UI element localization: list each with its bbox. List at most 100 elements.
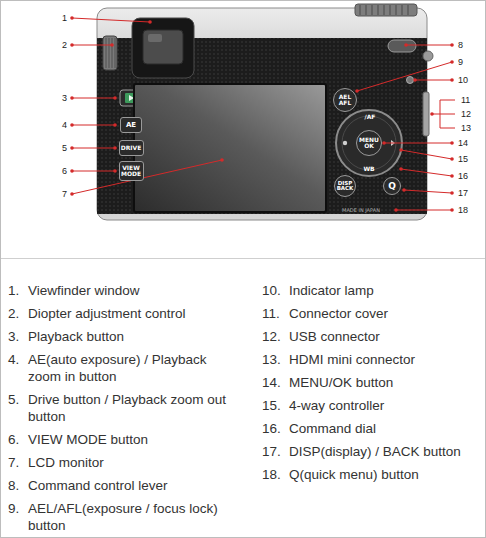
leader-dot [70, 96, 74, 100]
leader-dot [70, 123, 74, 127]
separator-line [1, 258, 485, 259]
callout-number: 13 [461, 124, 471, 133]
leader-dot [70, 146, 74, 150]
list-number: 5. [8, 391, 19, 408]
leader-dot [399, 148, 403, 152]
leader-dot [382, 141, 386, 145]
list-number: 6. [8, 431, 19, 448]
list-number: 9. [8, 500, 19, 517]
leader-line [357, 62, 452, 91]
leader-dot [450, 157, 454, 161]
list-text: Playback button [28, 328, 242, 345]
callout-number: 9 [458, 58, 463, 67]
list-text: Q(quick menu) button [289, 466, 481, 483]
leader-line [72, 160, 222, 194]
list-number: 3. [8, 328, 19, 345]
top-dial [355, 4, 417, 16]
button-text: DRIVE [121, 145, 142, 151]
list-number: 14. [262, 374, 281, 391]
macro-icon [343, 141, 347, 145]
leader-dot [70, 16, 74, 20]
button-text: VIEW MODE [120, 165, 143, 177]
leader-line [396, 210, 452, 211]
list-text: VIEW MODE button [28, 431, 242, 448]
connector-cover [423, 92, 429, 136]
diopter-wheel [103, 36, 117, 70]
callout-number: 17 [458, 189, 468, 198]
leader-dot [450, 78, 454, 82]
leader-line [72, 148, 115, 149]
callout-number: 3 [62, 94, 67, 103]
callout-number: 4 [62, 121, 67, 130]
eyecup [132, 18, 194, 78]
list-number: 18. [262, 466, 281, 483]
strap-lug [423, 51, 433, 61]
leader-dot [450, 43, 454, 47]
leader-dot [413, 78, 417, 82]
list-number: 1. [8, 282, 19, 299]
leader-dot [148, 20, 152, 24]
list-text: 4-way controller [289, 397, 481, 414]
leader-line [415, 80, 452, 81]
list-text: LCD monitor [28, 454, 242, 471]
leader-dot [402, 188, 406, 192]
viewfinder-window [143, 30, 183, 64]
leader-line [401, 169, 452, 176]
list-number: 7. [8, 454, 19, 471]
control-marking: WB [363, 166, 374, 172]
callout-number: 1 [62, 14, 67, 23]
list-text: AE(auto exposure) / Playback zoom in but… [28, 351, 242, 385]
list-text: Diopter adjustment control [28, 305, 242, 322]
leader-dot [70, 192, 74, 196]
leader-dot [355, 89, 359, 93]
list-text: MENU/OK button [289, 374, 481, 391]
callout-number: 2 [62, 41, 67, 50]
list-text: USB connector [289, 328, 481, 345]
button-text: MENU OK [357, 137, 381, 149]
leader-bracket [432, 100, 455, 128]
leader-dot [404, 43, 408, 47]
leader-line [404, 190, 452, 193]
list-number: 13. [262, 351, 281, 368]
callout-number: 14 [458, 139, 468, 148]
indicator-lamp [407, 77, 414, 84]
callout-number: 7 [62, 190, 67, 199]
list-text: Indicator lamp [289, 282, 481, 299]
leader-dot [220, 158, 224, 162]
leader-line [72, 18, 150, 22]
leader-dot [394, 208, 398, 212]
leader-dot [113, 96, 117, 100]
list-text: Viewfinder window [28, 282, 242, 299]
camera-button: VIEW MODE [119, 161, 144, 181]
callout-number: 6 [62, 167, 67, 176]
camera-button: DISP BACK [334, 175, 356, 197]
leader-dot [70, 43, 74, 47]
leader-dot [450, 60, 454, 64]
callout-number: 11 [461, 96, 470, 105]
list-number: 17. [262, 443, 281, 460]
list-number: 11. [262, 305, 280, 322]
leader-dot [450, 208, 454, 212]
callout-number: 18 [458, 206, 468, 215]
list-text: HDMI mini connector [289, 351, 481, 368]
list-text: Drive button / Playback zoom out button [28, 391, 242, 425]
leader-dot [450, 174, 454, 178]
dial-knurl [360, 5, 408, 15]
maker-mark: MADE IN JAPAN [342, 208, 380, 213]
button-text: AE [126, 122, 136, 129]
list-number: 4. [8, 351, 19, 368]
list-text: Command dial [289, 420, 481, 437]
leader-line [72, 125, 115, 126]
leader-line [406, 45, 452, 46]
list-number: 16. [262, 420, 281, 437]
leader-line [72, 98, 115, 99]
callout-number: 15 [458, 155, 468, 164]
callout-number: 12 [461, 110, 471, 119]
list-text: AEL/AFL(exposure / focus lock) button [28, 500, 242, 534]
button-text: DISP BACK [335, 181, 355, 192]
list-text: DISP(display) / BACK button [289, 443, 481, 460]
camera-button: DRIVE [119, 140, 144, 156]
list-text: Command control lever [28, 477, 242, 494]
